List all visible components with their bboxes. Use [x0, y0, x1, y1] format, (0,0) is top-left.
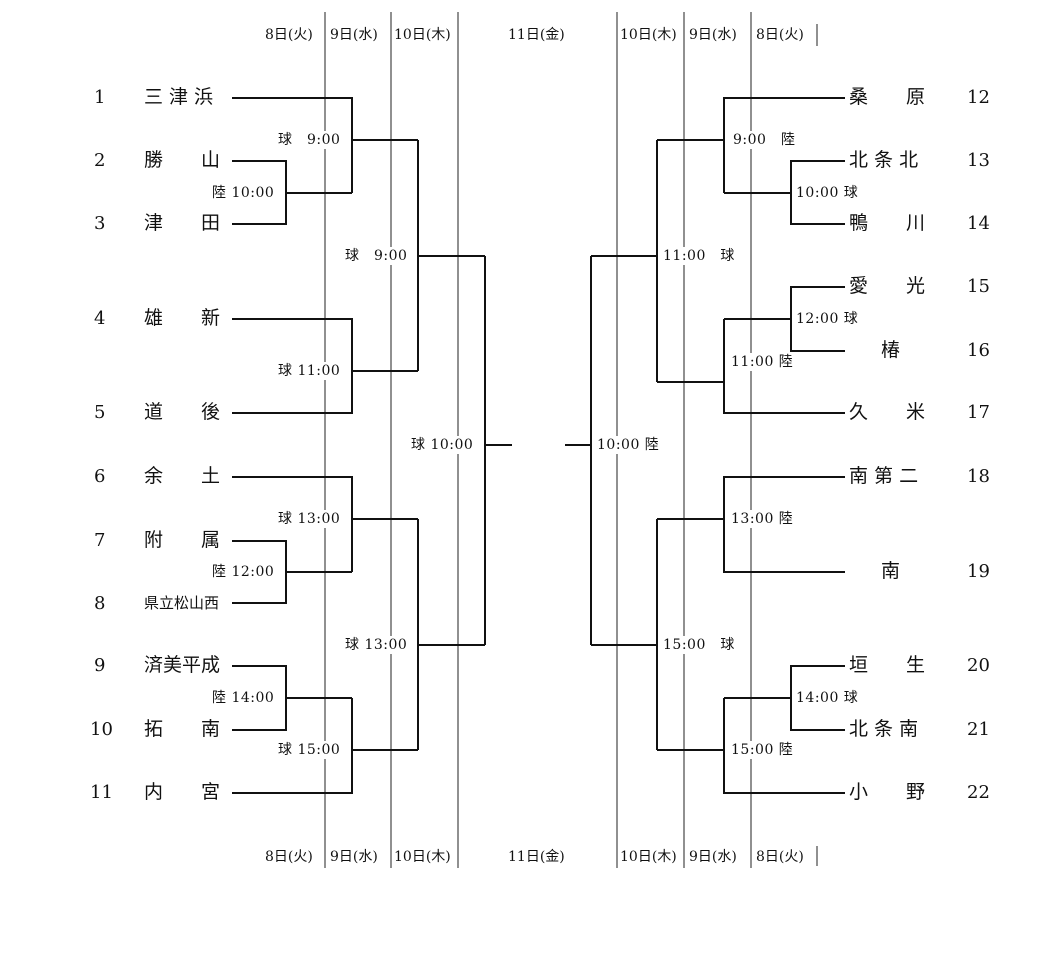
team-number: 13: [967, 150, 990, 171]
header-right-day3-bottom: 10日(木): [620, 849, 677, 865]
game-slot: 12:00 球: [796, 311, 859, 327]
game-slot: 球 15:00: [278, 742, 341, 758]
left-bracket-lines: [232, 97, 512, 794]
team-name: 垣 生: [849, 654, 926, 676]
team-name: 桑 原: [849, 86, 926, 108]
team-number: 14: [967, 213, 990, 234]
header-right-day3-top: 10日(木): [620, 27, 677, 43]
header-left-day1-bottom: 8日(火): [265, 849, 313, 865]
team-number: 7: [94, 530, 106, 551]
game-slot: 11:00 陸: [731, 354, 794, 370]
team-name: 南 第 二: [849, 465, 919, 487]
header-left-day3-top: 10日(木): [394, 27, 451, 43]
team-name: 愛 光: [849, 275, 926, 297]
team-number: 9: [94, 655, 106, 676]
team-number: 8: [94, 593, 106, 614]
team-name: 北 条 南: [849, 718, 919, 740]
header-right-day1-top: 8日(火): [756, 27, 804, 43]
team-name: 勝 山: [144, 149, 221, 171]
header-right-day2-top: 9日(水): [689, 27, 737, 43]
team-name: 拓 南: [144, 718, 221, 740]
team-number: 21: [967, 719, 990, 740]
game-slot: 15:00 陸: [731, 742, 794, 758]
game-slot: 15:00 球: [663, 637, 735, 653]
team-name: 津 田: [144, 212, 221, 234]
game-slot: 球 13:00: [278, 511, 341, 527]
team-number: 22: [967, 782, 990, 803]
team-name: 済美平成: [144, 654, 221, 676]
team-number: 4: [94, 308, 106, 329]
team-number: 10: [90, 719, 113, 740]
right-bracket-lines: [565, 97, 845, 794]
game-slot: 10:00 陸: [597, 437, 660, 453]
team-name: 久 米: [849, 401, 926, 423]
team-name: 内 宮: [144, 781, 221, 803]
team-number: 5: [94, 402, 106, 423]
game-slot: 陸 10:00: [212, 185, 275, 201]
game-slot: 球 13:00: [345, 637, 408, 653]
game-slot: 陸 12:00: [212, 564, 275, 580]
team-number: 1: [94, 87, 106, 108]
game-slot: 球 11:00: [278, 363, 341, 379]
team-number: 3: [94, 213, 106, 234]
team-name: 余 土: [144, 465, 221, 487]
game-slot: 陸 14:00: [212, 690, 275, 706]
team-number: 6: [94, 466, 106, 487]
header-left-day2-bottom: 9日(水): [330, 849, 378, 865]
game-slot: 9:00 陸: [733, 132, 796, 148]
game-slot: 球 9:00: [345, 248, 408, 264]
header-left-day1-top: 8日(火): [265, 27, 313, 43]
team-number: 2: [94, 150, 106, 171]
team-name: 小 野: [849, 781, 926, 803]
game-slot: 11:00 球: [663, 248, 735, 264]
header-right-day2-bottom: 9日(水): [689, 849, 737, 865]
game-slot: 球 10:00: [411, 437, 474, 453]
team-number: 11: [90, 782, 113, 803]
team-name: 県立松山西: [144, 594, 220, 612]
label-masks: [210, 131, 867, 759]
team-name: 三 津 浜: [144, 86, 214, 108]
header-center-bottom: 11日(金): [508, 849, 565, 865]
header-center-top: 11日(金): [508, 27, 565, 43]
team-name: 雄 新: [144, 307, 221, 329]
team-number: 17: [967, 402, 990, 423]
team-name: 北 条 北: [849, 149, 919, 171]
header-left-day2-top: 9日(水): [330, 27, 378, 43]
team-number: 19: [967, 561, 990, 582]
team-number: 12: [967, 87, 990, 108]
game-slot: 14:00 球: [796, 690, 859, 706]
header-right-day1-bottom: 8日(火): [756, 849, 804, 865]
header-left-day3-bottom: 10日(木): [394, 849, 451, 865]
team-name: 椿: [881, 339, 901, 361]
team-name: 道 後: [144, 401, 221, 423]
team-number: 15: [967, 276, 990, 297]
team-number: 18: [967, 466, 990, 487]
team-number: 16: [967, 340, 990, 361]
team-name: 南: [881, 560, 901, 582]
game-slot: 10:00 球: [796, 185, 859, 201]
game-slot: 球 9:00: [278, 132, 341, 148]
team-name: 鴨 川: [849, 212, 926, 234]
team-number: 20: [967, 655, 990, 676]
team-name: 附 属: [144, 529, 221, 551]
game-slot: 13:00 陸: [731, 511, 794, 527]
